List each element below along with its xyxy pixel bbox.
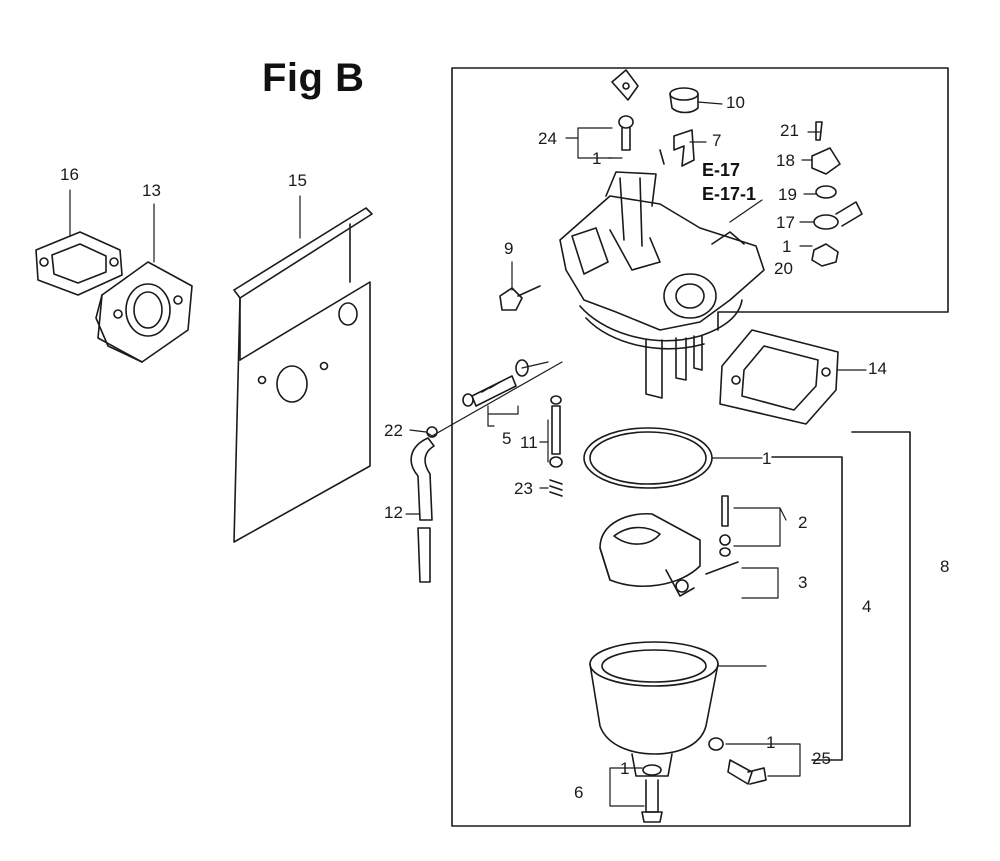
callout-15[interactable]: 15 <box>288 171 307 190</box>
callout-1-oring[interactable]: 1 <box>762 449 772 468</box>
callout-3[interactable]: 3 <box>798 573 808 592</box>
callout-1-top[interactable]: 1 <box>592 149 602 168</box>
callout-25[interactable]: 25 <box>812 749 831 768</box>
cap-10 <box>669 87 699 114</box>
callout-9[interactable]: 9 <box>504 239 514 258</box>
bolt-6 <box>641 764 663 823</box>
assembly-frame <box>451 67 949 827</box>
plate-15 <box>233 207 373 543</box>
float-pin-3 <box>705 561 739 575</box>
callout-1-right[interactable]: 1 <box>782 237 792 256</box>
choke-lever-top <box>611 69 639 101</box>
gasket-16 <box>35 231 123 296</box>
float-bowl <box>589 641 719 777</box>
screw-9 <box>499 285 541 311</box>
callout-6[interactable]: 6 <box>574 783 584 802</box>
callout-19[interactable]: 19 <box>778 185 797 204</box>
leader-lines <box>69 101 867 807</box>
sub-assembly-bracket-4 <box>771 456 843 761</box>
pilot-screw-5 <box>462 359 529 407</box>
callout-21[interactable]: 21 <box>780 121 799 140</box>
gasket-14 <box>719 329 839 425</box>
reference-e17-1[interactable]: E-17-1 <box>702 184 757 204</box>
washer-stack-right <box>811 121 863 267</box>
callout-23[interactable]: 23 <box>514 479 533 498</box>
reference-e17[interactable]: E-17 <box>702 160 741 180</box>
callout-17[interactable]: 17 <box>776 213 795 232</box>
drain-bolt-25 <box>708 737 767 785</box>
spring-23 <box>549 479 563 497</box>
callout-7[interactable]: 7 <box>712 131 722 150</box>
callout-13[interactable]: 13 <box>142 181 161 200</box>
callout-2[interactable]: 2 <box>798 513 808 532</box>
callout-11[interactable]: 11 <box>520 433 538 452</box>
float-valve-2 <box>719 495 731 557</box>
tube-12 <box>410 426 438 583</box>
drain-screw-11 <box>549 395 563 468</box>
callout-10[interactable]: 10 <box>726 93 745 112</box>
callout-1-bolt[interactable]: 1 <box>766 733 776 752</box>
callout-1-bottom[interactable]: 1 <box>620 759 630 778</box>
callout-22[interactable]: 22 <box>384 421 403 440</box>
callout-12[interactable]: 12 <box>384 503 403 522</box>
callout-5[interactable]: 5 <box>502 429 512 448</box>
callout-4[interactable]: 4 <box>862 597 872 616</box>
carburetor-body <box>559 171 765 399</box>
o-ring-1 <box>583 427 713 489</box>
callout-24[interactable]: 24 <box>538 129 557 148</box>
callout-16[interactable]: 16 <box>60 165 79 184</box>
callout-14[interactable]: 14 <box>868 359 887 378</box>
figure-title: Fig B <box>262 56 365 100</box>
callout-18[interactable]: 18 <box>776 151 795 170</box>
screw-24 <box>618 115 634 151</box>
callout-8[interactable]: 8 <box>940 557 950 576</box>
insulator-13 <box>95 261 193 363</box>
lever-7 <box>659 129 695 167</box>
float <box>599 512 701 597</box>
callout-20[interactable]: 20 <box>774 259 793 278</box>
